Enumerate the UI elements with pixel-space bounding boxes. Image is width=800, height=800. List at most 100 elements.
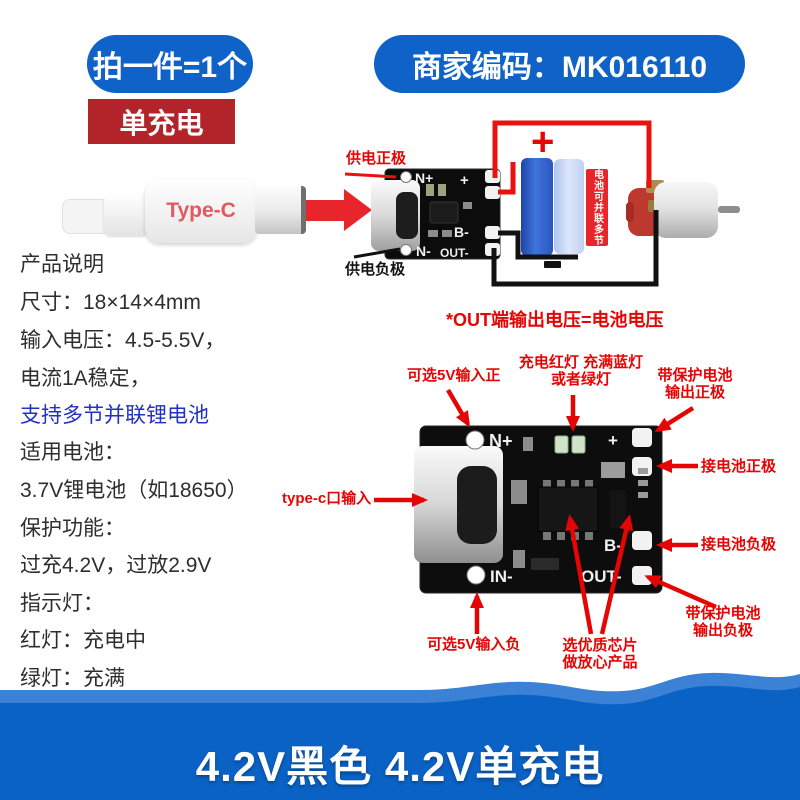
hole-n-plus-large: [465, 430, 485, 450]
desc-line: 输入电压：4.5-5.5V，: [20, 329, 226, 352]
arrow-chip-1: [565, 514, 594, 635]
lead-supply-negative: [353, 247, 401, 259]
arrow-5v-pos: [446, 388, 471, 428]
mode-badge: 单充电: [88, 99, 235, 144]
pin-2: [557, 480, 565, 488]
smd-e: [531, 558, 559, 570]
pin-8: [585, 532, 593, 540]
label-led-line1: 充电红灯 充满蓝灯: [518, 354, 644, 371]
silk-n-minus: N-: [416, 243, 431, 259]
desc-line-highlight: 支持多节并联锂电池: [20, 404, 209, 427]
charging-board-small: N+ + B- N- OUT-: [371, 168, 501, 260]
arrow-protect-pos: [654, 406, 695, 433]
hole-in-minus: [466, 565, 486, 585]
label-5v-input-pos: 可选5V输入正: [407, 367, 501, 384]
typec-slot-small: [396, 192, 418, 239]
pin-11: [638, 492, 648, 498]
quantity-badge: 拍一件=1个: [87, 35, 253, 93]
cable-label: Type-C: [166, 199, 236, 222]
label-typec-input: type-c口输入: [282, 490, 372, 507]
smd-2: [428, 230, 438, 237]
desc-line: 指示灯：: [20, 592, 104, 615]
label-supply-positive: 供电正极: [346, 150, 407, 167]
lead-supply-positive: [344, 172, 397, 179]
wire-black-out: [491, 210, 659, 287]
silk-n-plus-large: N+: [489, 431, 513, 451]
arrow-chip-2: [599, 514, 634, 635]
pin-3: [571, 480, 579, 488]
out-voltage-note: *OUT端输出电压=电池电压: [446, 310, 664, 330]
hole-n-minus: [400, 244, 412, 256]
smd-1: [463, 202, 472, 209]
silk-b-minus: B-: [454, 224, 469, 240]
smd-b: [601, 462, 625, 478]
smd-c: [511, 480, 527, 504]
battery-dark: [521, 158, 553, 256]
hole-n-plus: [400, 171, 412, 183]
desc-line: 适用电池：: [20, 441, 125, 464]
silk-in-minus: IN-: [490, 567, 513, 586]
label-supply-negative: 供电负极: [345, 261, 406, 278]
pin-9: [638, 468, 648, 474]
label-protect-neg: 带保护电池 输出负极: [668, 605, 778, 639]
smd-a: [523, 437, 533, 451]
label-protect-pos-line2: 输出正极: [664, 384, 725, 401]
desc-line: 过充4.2V，过放2.9V: [20, 554, 212, 577]
wire-red-motor: [492, 120, 652, 188]
banner-wave: [0, 672, 800, 800]
cable-metal-tip: [255, 186, 306, 234]
pad-out-plus: [632, 428, 652, 447]
label-led-line2: 或者绿灯: [550, 371, 611, 388]
desc-line: 尺寸：18×14×4mm: [20, 291, 201, 314]
label-protect-pos-line1: 带保护电池: [657, 367, 733, 384]
silk-b-minus-large: B-: [604, 536, 622, 555]
label-quality-chip-line2: 做放心产品: [562, 654, 638, 671]
pin-1: [543, 480, 551, 488]
desc-line: 电流1A稳定，: [20, 367, 151, 390]
banner-title: 4.2V黑色 4.2V单充电: [195, 743, 605, 790]
charging-board-large: N+ + B- IN- OUT-: [414, 425, 663, 594]
motor-shaft: [718, 206, 740, 213]
motor-cap-nub: [626, 202, 634, 222]
banner-wave-dark: [0, 685, 800, 800]
desc-line: 红灯：充电中: [20, 629, 146, 652]
pin-5: [543, 532, 551, 540]
typec-slot-large: [457, 466, 497, 544]
led-small-1: [426, 184, 434, 196]
label-protect-neg-line2: 输出负极: [692, 622, 753, 639]
annotation-arrows: [374, 388, 717, 635]
wiring-overlay: [344, 120, 659, 287]
wire-red-battery: [498, 162, 516, 195]
cable-neck: [104, 194, 148, 236]
desc-line: 绿灯：充满: [20, 667, 125, 690]
main-chip: [537, 486, 599, 533]
battery-light: [554, 159, 584, 254]
label-battery-pos: 接电池正极: [701, 458, 777, 475]
desc-line: 产品说明: [20, 253, 104, 276]
silk-out-minus: OUT-: [440, 246, 469, 260]
cable-body: Type-C: [145, 179, 257, 243]
minus-symbol: [544, 261, 561, 268]
label-led: 充电红灯 充满蓝灯 或者绿灯: [510, 354, 652, 388]
wire-black-battery: [498, 230, 578, 260]
silk-plus-large: +: [608, 431, 618, 450]
label-quality-chip: 选优质芯片 做放心产品: [550, 637, 650, 671]
led-1: [554, 435, 569, 454]
cable-cord: [62, 199, 110, 234]
motor-body: [654, 182, 718, 238]
red-arrow-icon: [306, 200, 346, 221]
led-2: [571, 435, 586, 454]
desc-line: 3.7V锂电池（如18650）: [20, 479, 248, 502]
pad-b-minus: [632, 531, 652, 550]
pin-4: [585, 480, 593, 488]
label-5v-input-neg: 可选5V输入负: [427, 636, 521, 653]
arrow-protect-neg: [644, 574, 717, 610]
merchant-code-badge: 商家编码：MK016110: [374, 35, 745, 93]
smd-3: [442, 230, 452, 237]
silk-n-plus: N+: [415, 170, 433, 186]
label-quality-chip-line1: 选优质芯片: [562, 637, 638, 654]
desc-line: 保护功能：: [20, 517, 125, 540]
led-small-2: [438, 184, 446, 196]
plus-symbol: +: [531, 120, 555, 164]
